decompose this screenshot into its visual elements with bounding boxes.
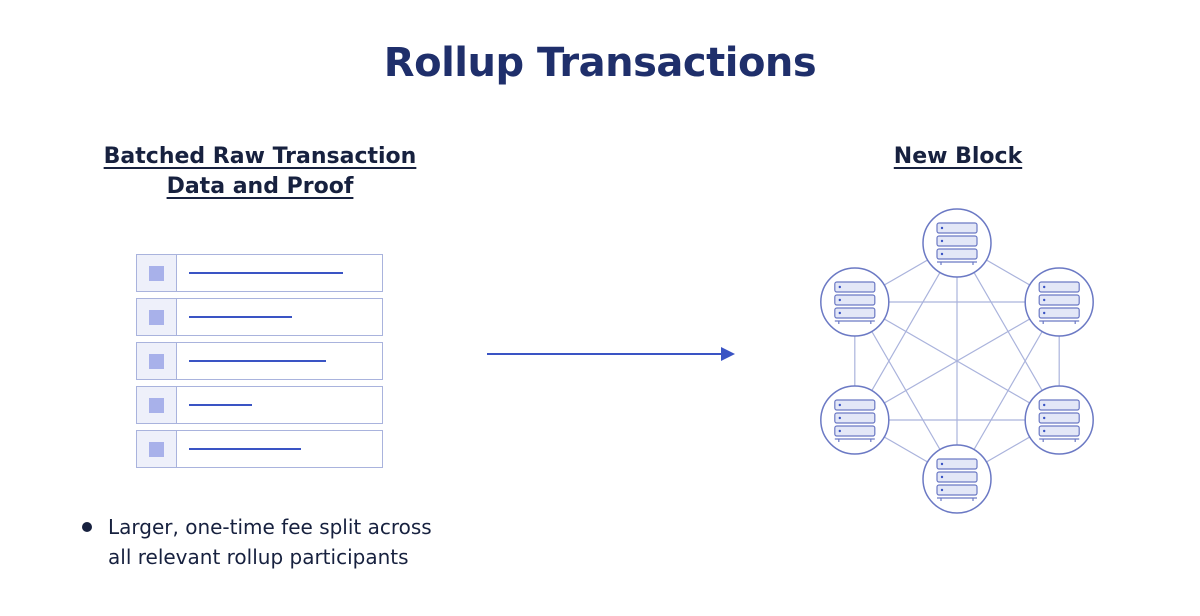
server-rack-light	[940, 488, 944, 492]
transaction-row-cell	[137, 387, 177, 423]
server-rack-light	[1042, 285, 1046, 289]
server-rack-light	[940, 239, 944, 243]
server-rack-unit	[936, 484, 978, 496]
server-rack-light	[1042, 416, 1046, 420]
transaction-row-cell	[137, 343, 177, 379]
server-rack-unit	[936, 235, 978, 247]
fee-bullet-text: Larger, one-time fee split across all re…	[108, 512, 488, 572]
new-block-heading-text: New Block	[893, 144, 1023, 169]
transaction-list	[136, 254, 383, 474]
batched-data-heading-line2: Data and Proof	[166, 174, 354, 199]
transaction-row	[136, 298, 383, 336]
server-node	[1024, 267, 1094, 337]
arrow-head	[721, 347, 735, 361]
server-rack-unit	[834, 399, 876, 411]
bullet-dot	[82, 522, 92, 532]
server-rack-unit	[936, 248, 978, 260]
server-node	[1024, 385, 1094, 455]
server-rack-light	[838, 298, 842, 302]
node-network	[820, 208, 1094, 514]
transaction-data-line	[189, 316, 292, 318]
network-edge	[854, 301, 1060, 421]
server-rack-light	[1042, 311, 1046, 315]
server-rack-unit	[936, 458, 978, 470]
server-rack-icon	[936, 458, 978, 501]
transaction-data-line	[189, 404, 252, 406]
fee-bullet-line2: all relevant rollup participants	[108, 545, 409, 569]
arrow	[487, 347, 735, 361]
server-rack-unit	[1038, 307, 1080, 319]
server-rack-light	[838, 285, 842, 289]
server-rack-icon	[834, 399, 876, 442]
transaction-square-icon	[149, 398, 164, 413]
server-rack-light	[1042, 298, 1046, 302]
page-title: Rollup Transactions	[383, 40, 817, 86]
server-rack-unit	[834, 294, 876, 306]
batched-data-heading: Batched Raw Transaction Data and Proof	[60, 142, 460, 202]
transaction-row	[136, 254, 383, 292]
transaction-row-cell	[137, 255, 177, 291]
server-rack-unit	[1038, 399, 1080, 411]
server-rack-light	[1042, 403, 1046, 407]
transaction-square-icon	[149, 310, 164, 325]
server-rack-unit	[1038, 425, 1080, 437]
server-rack-unit	[834, 412, 876, 424]
server-node	[922, 208, 992, 278]
server-rack-light	[940, 475, 944, 479]
server-node	[922, 444, 992, 514]
server-rack-light	[838, 416, 842, 420]
server-rack-light	[838, 429, 842, 433]
server-rack-unit	[834, 307, 876, 319]
server-rack-icon	[936, 222, 978, 265]
transaction-data-line	[189, 448, 301, 450]
server-node	[820, 267, 890, 337]
server-node	[820, 385, 890, 455]
batched-data-heading-line1: Batched Raw Transaction	[103, 144, 417, 169]
transaction-row	[136, 430, 383, 468]
server-rack-unit	[1038, 412, 1080, 424]
transaction-row	[136, 386, 383, 424]
server-rack-unit	[1038, 294, 1080, 306]
server-rack-light	[838, 403, 842, 407]
transaction-row-cell	[137, 299, 177, 335]
transaction-square-icon	[149, 354, 164, 369]
transaction-square-icon	[149, 442, 164, 457]
server-rack-unit	[834, 281, 876, 293]
server-rack-unit	[1038, 281, 1080, 293]
server-rack-light	[940, 252, 944, 256]
server-rack-light	[838, 311, 842, 315]
transaction-row-cell	[137, 431, 177, 467]
server-rack-unit	[936, 222, 978, 234]
transaction-data-line	[189, 272, 343, 274]
new-block-heading: New Block	[808, 142, 1108, 172]
transaction-data-line	[189, 360, 326, 362]
server-rack-light	[940, 462, 944, 466]
transaction-row	[136, 342, 383, 380]
server-rack-icon	[1038, 281, 1080, 324]
server-rack-light	[1042, 429, 1046, 433]
server-rack-unit	[834, 425, 876, 437]
server-rack-light	[940, 226, 944, 230]
server-rack-unit	[936, 471, 978, 483]
server-rack-icon	[1038, 399, 1080, 442]
transaction-square-icon	[149, 266, 164, 281]
fee-bullet-line1: Larger, one-time fee split across	[108, 515, 432, 539]
server-rack-icon	[834, 281, 876, 324]
